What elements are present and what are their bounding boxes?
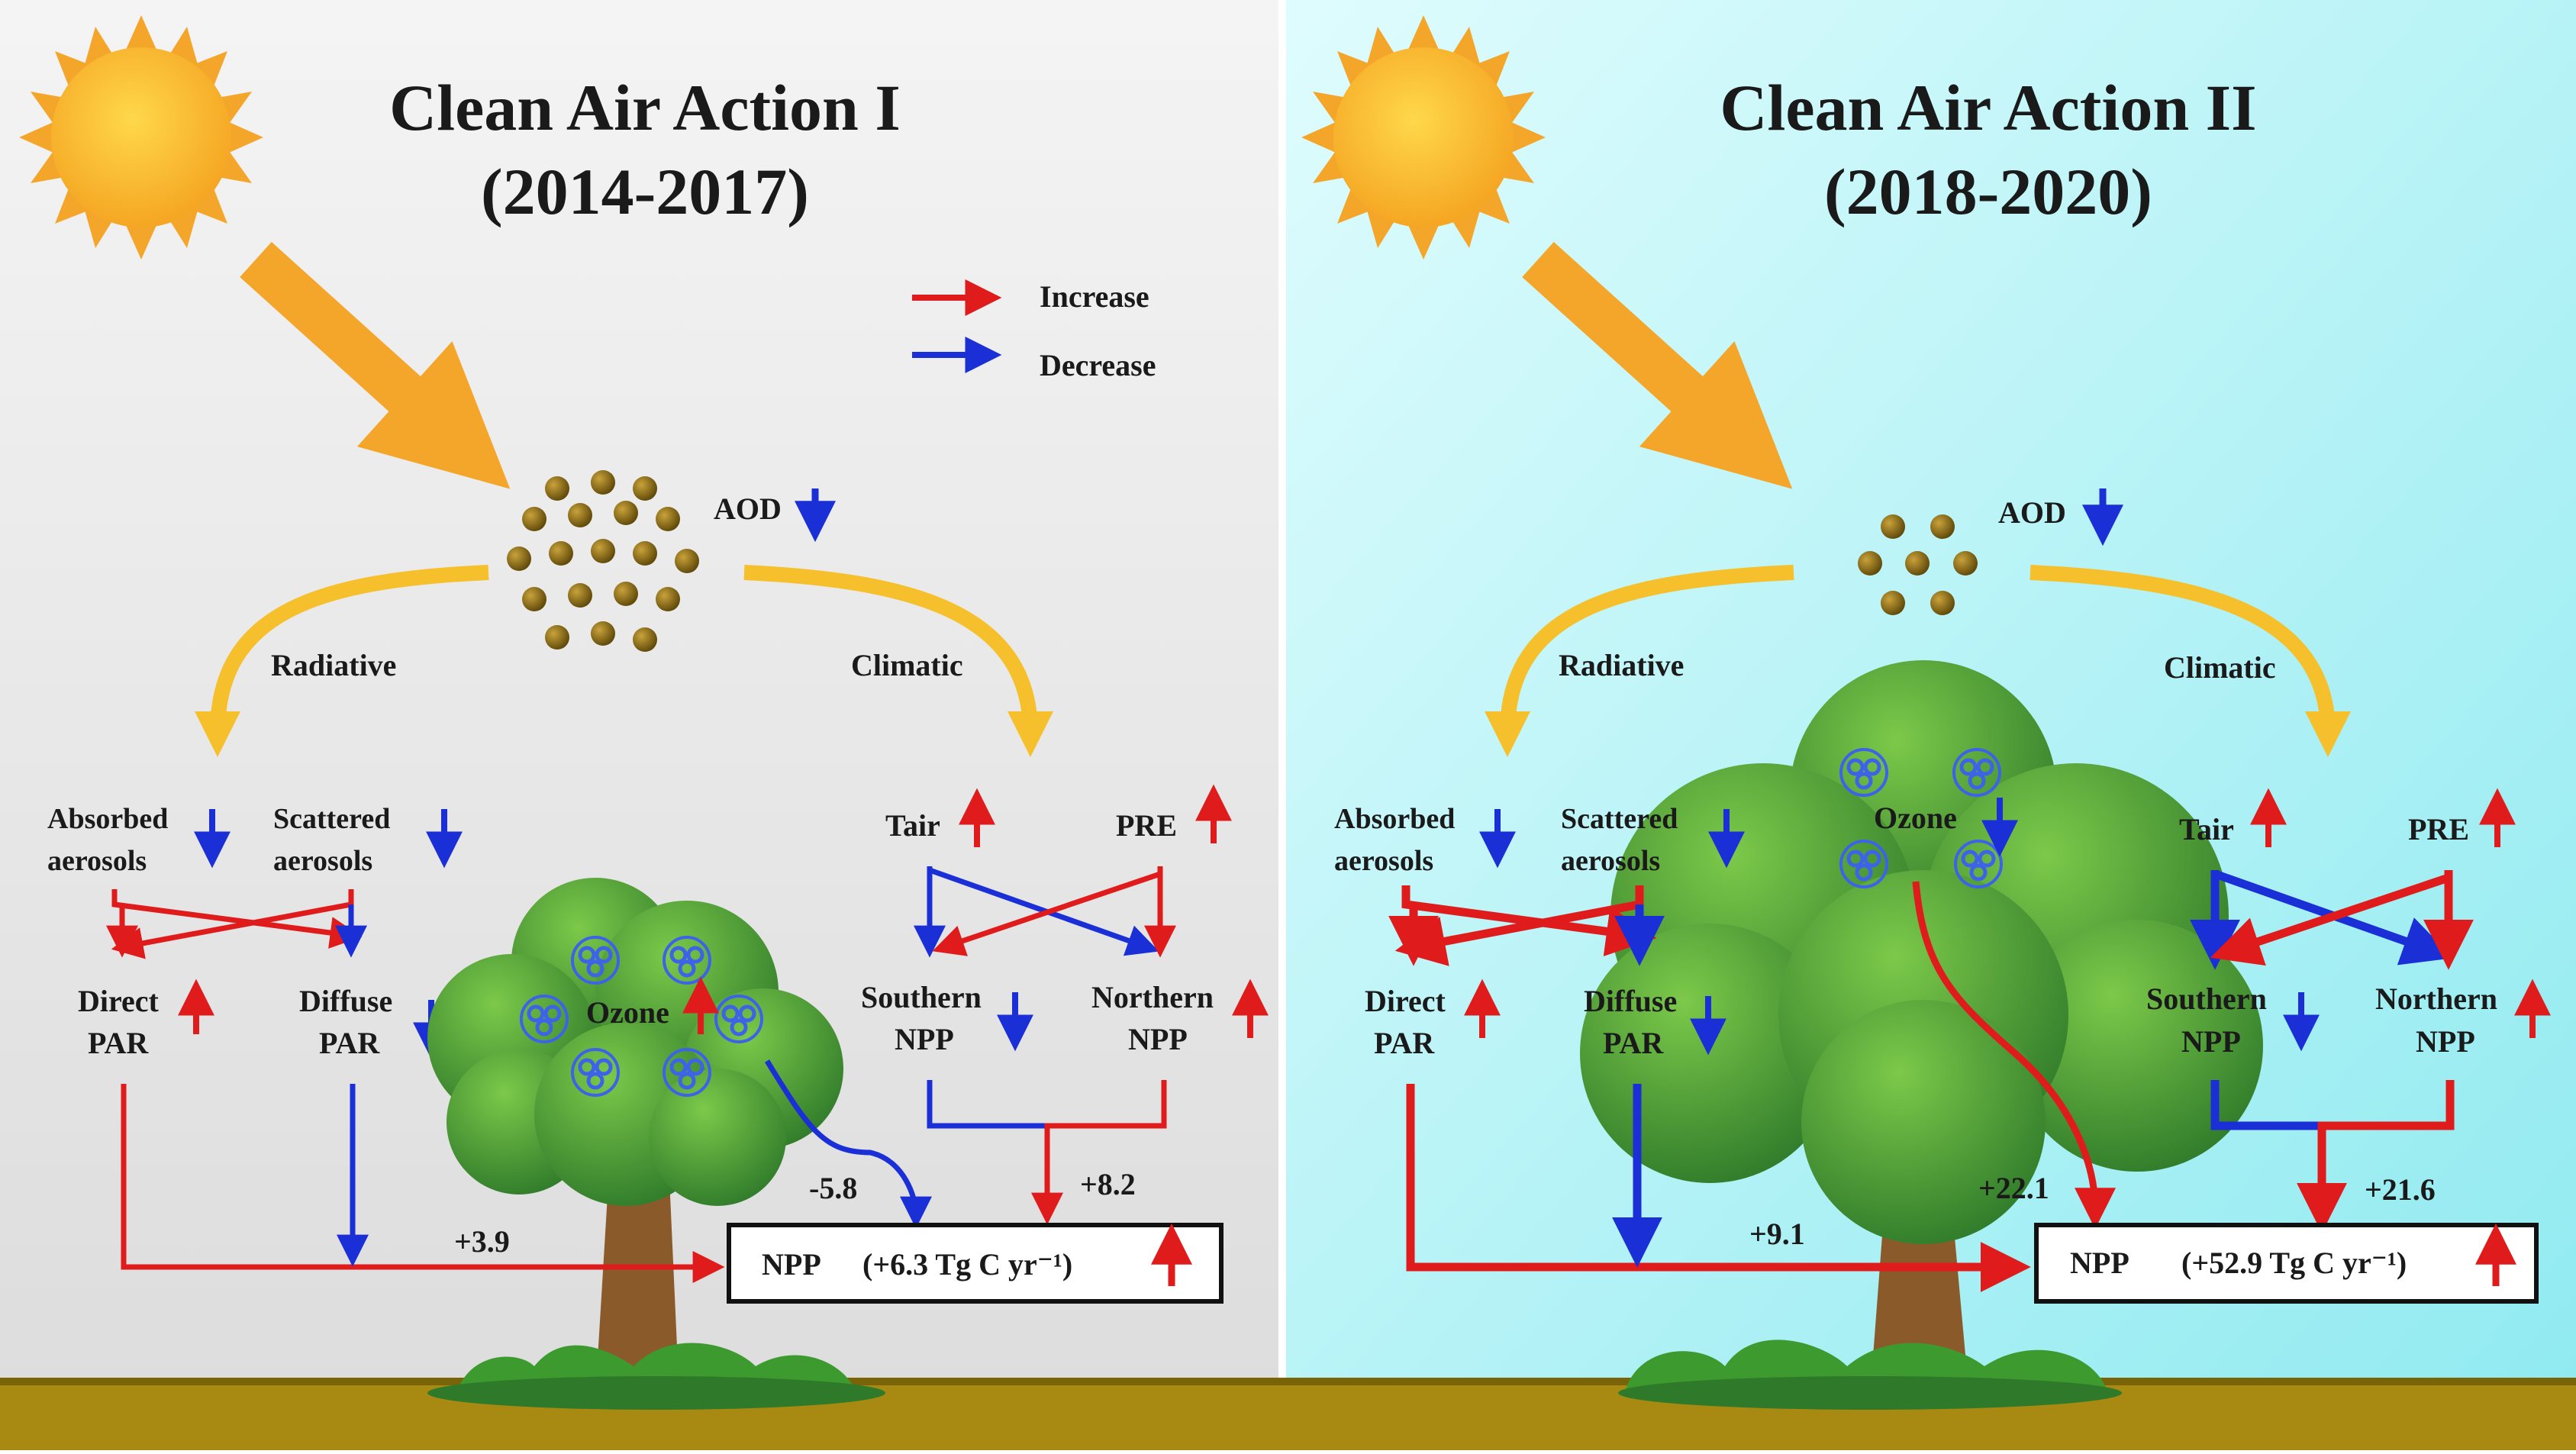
ozone-contribution-value: -5.8 <box>809 1171 857 1205</box>
panel-period: (2018-2020) <box>1824 155 2152 228</box>
npp-total-value: (+52.9 Tg C yr⁻¹) <box>2181 1246 2407 1280</box>
southern-npp-label-line1: Southern <box>861 980 982 1014</box>
panel-title: Clean Air Action II <box>1720 71 2256 144</box>
ground-edge <box>0 1378 2576 1385</box>
absorbed-aerosols-label-line2: aerosols <box>1334 845 1433 877</box>
aerosol-particles <box>1858 514 1978 615</box>
panel-period: (2014-2017) <box>481 155 809 228</box>
panel-title: Clean Air Action I <box>389 71 901 144</box>
npp-total-value: (+6.3 Tg C yr⁻¹) <box>862 1247 1072 1282</box>
sunlight-arrow <box>1522 241 1793 489</box>
diffuse-par-label-line2: PAR <box>319 1026 380 1060</box>
ground <box>0 1378 2576 1450</box>
panel-divider <box>1278 0 1286 1450</box>
npp-total-label: NPP <box>762 1247 821 1282</box>
diffuse-par-label-line1: Diffuse <box>299 984 392 1018</box>
direct-par-label-line1: Direct <box>78 984 160 1018</box>
absorbed-aerosols-label-line1: Absorbed <box>47 803 168 835</box>
scattered-aerosols-label-line1: Scattered <box>273 803 390 835</box>
southern-npp-label-line2: NPP <box>2181 1024 2241 1059</box>
pre-label: PRE <box>1116 808 1177 843</box>
ozone-contribution-arrow <box>765 1059 932 1229</box>
radiative-contribution-arrow <box>1406 1084 2031 1292</box>
radiative-pathway-arrow <box>1485 565 1794 757</box>
pre-to-southern-arrow <box>2210 873 2450 966</box>
direct-par-label-line2: PAR <box>88 1026 149 1060</box>
absorbed-to-diffuse-arrow <box>111 889 363 949</box>
tair-to-northern-arrow <box>928 867 1159 956</box>
tair-label: Tair <box>885 808 940 843</box>
radiative-label: Radiative <box>271 648 396 682</box>
tair-label: Tair <box>2179 812 2234 846</box>
absorbed-aerosols-label-line1: Absorbed <box>1334 803 1455 835</box>
southern-npp-label-line2: NPP <box>895 1022 954 1056</box>
climatic-pathway-arrow <box>743 565 1053 757</box>
climatic-label: Climatic <box>2164 650 2276 685</box>
direct-par-label-line2: PAR <box>1374 1026 1435 1060</box>
radiative-pathway-arrow <box>195 565 489 757</box>
radiative-contribution-value: +3.9 <box>454 1224 510 1259</box>
aod-label: AOD <box>714 492 782 526</box>
panel-2: Clean Air Action II (2018-2020) AOD Radi… <box>1301 15 2551 1410</box>
radiative-contribution-arrow <box>121 1084 725 1283</box>
climatic-contribution-arrow <box>1031 1080 1167 1225</box>
legend-increase-label: Increase <box>1040 279 1149 314</box>
ozone-contribution-arrow <box>1912 881 2116 1230</box>
climatic-contribution-value: +21.6 <box>2365 1172 2436 1207</box>
panel-1: Clean Air Action I (2014-2017) Increase … <box>19 15 1269 1410</box>
ozone-molecules <box>1839 748 2003 888</box>
direct-par-label-line1: Direct <box>1365 984 1446 1018</box>
pre-label: PRE <box>2408 812 2469 846</box>
aerosol-particles <box>507 470 699 652</box>
legend: Increase Decrease <box>912 279 1156 382</box>
sunlight-arrow <box>240 241 511 489</box>
scattered-aerosols-label-line2: aerosols <box>273 845 372 877</box>
diffuse-par-label-line1: Diffuse <box>1584 984 1677 1018</box>
southern-npp-label-line1: Southern <box>2146 982 2267 1016</box>
ozone-contribution-value: +22.1 <box>1978 1171 2049 1205</box>
pre-to-southern-arrow <box>932 871 1162 956</box>
npp-total-label: NPP <box>2070 1246 2129 1280</box>
ozone-label: Ozone <box>586 995 669 1030</box>
ozone-label: Ozone <box>1874 801 1957 835</box>
diffuse-par-label-line2: PAR <box>1603 1026 1664 1060</box>
northern-npp-label-line1: Northern <box>1091 980 1214 1014</box>
radiative-label: Radiative <box>1559 648 1684 682</box>
tair-to-northern-arrow <box>2213 869 2454 966</box>
northern-npp-label-line2: NPP <box>1128 1022 1188 1056</box>
aod-label: AOD <box>1998 495 2066 530</box>
tree-illustration <box>1580 660 2263 1410</box>
npp-total-box <box>727 1223 1224 1304</box>
scattered-aerosols-label-line2: aerosols <box>1561 845 1660 877</box>
northern-npp-label-line1: Northern <box>2375 982 2497 1016</box>
sun-icon <box>1301 15 1546 260</box>
climatic-label: Climatic <box>851 648 963 682</box>
npp-total-box <box>2034 1223 2539 1304</box>
absorbed-to-diffuse-arrow <box>1401 885 1657 957</box>
climatic-pathway-arrow <box>2030 565 2351 757</box>
absorbed-aerosols-label-line2: aerosols <box>47 845 147 877</box>
northern-npp-label-line2: NPP <box>2416 1024 2475 1059</box>
climatic-contribution-value: +8.2 <box>1080 1167 1136 1201</box>
climatic-contribution-arrow <box>2297 1080 2455 1233</box>
radiative-contribution-value: +9.1 <box>1749 1217 1805 1251</box>
sun-icon <box>19 15 263 260</box>
legend-decrease-label: Decrease <box>1040 348 1156 382</box>
scattered-aerosols-label-line1: Scattered <box>1561 803 1678 835</box>
